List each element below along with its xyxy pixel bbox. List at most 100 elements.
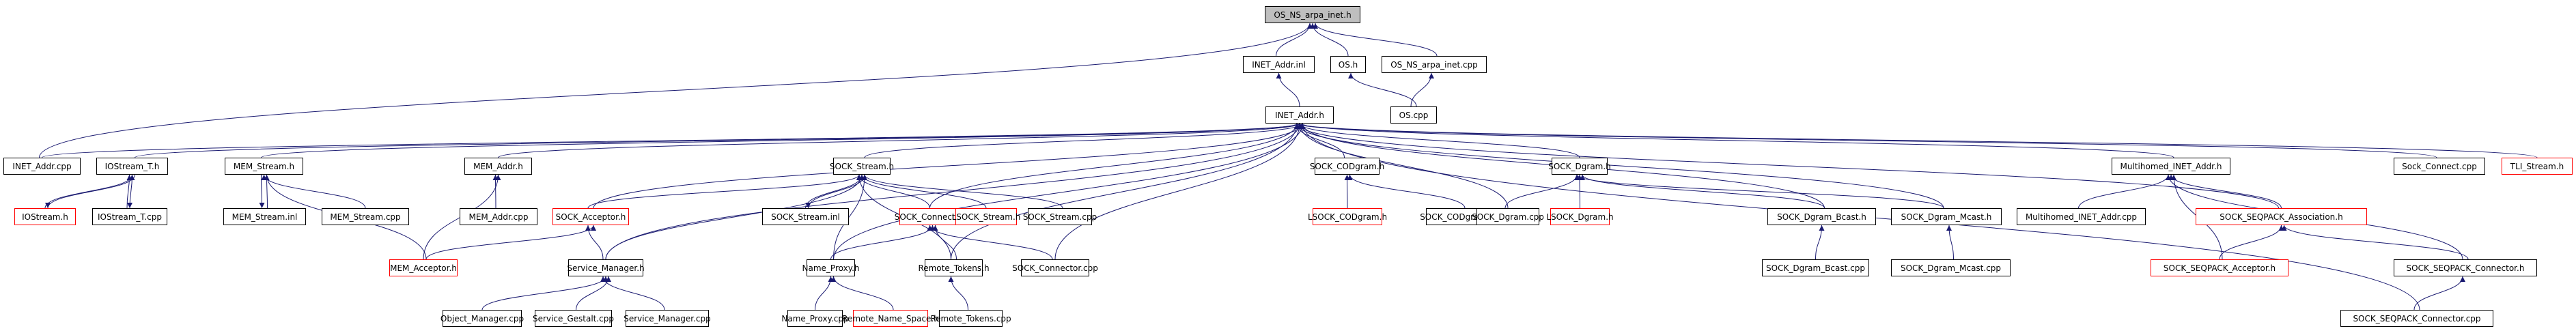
edge-service-manager-h-to-sock-stream-h	[605, 174, 865, 260]
edge-os-h-to-os-ns-arpa-inet-h	[1310, 23, 1349, 57]
edge-multihomed-inet-addr-cpp-to-multihomed-inet-addr-h	[2078, 174, 2171, 209]
edge-sock-dgram-mcast-h-to-sock-dgram-h	[1574, 174, 1944, 209]
node-inet-addr-cpp[interactable]: INET_Addr.cpp	[3, 158, 81, 175]
node-service-manager-cpp[interactable]: Service_Manager.cpp	[624, 310, 711, 327]
node-multihomed-inet-addr-cpp[interactable]: Multihomed_INET_Addr.cpp	[2017, 208, 2146, 225]
edge-name-proxy-h-to-sock-stream-h	[833, 174, 867, 260]
edge-sock-connector-h-to-sock-stream-h	[856, 174, 930, 209]
edge-sock-seqpack-connector-cpp-to-sock-seqpack-connector-h	[2413, 276, 2465, 311]
edge-iostream-t-h-to-iostream-t-cpp	[127, 174, 133, 209]
node-remote-name-space-h[interactable]: Remote_Name_Space.h	[842, 310, 939, 327]
edge-sock-connector-cpp-to-sock-connector-h	[927, 225, 1053, 260]
node-iostream-t-cpp[interactable]: IOStream_T.cpp	[92, 208, 167, 225]
edge-mem-acceptor-h-to-sock-acceptor-h	[425, 225, 596, 260]
node-os-ns-arpa-inet-h[interactable]: OS_NS_arpa_inet.h	[1265, 6, 1360, 23]
edge-service-gestalt-cpp-to-service-manager-h	[576, 276, 611, 311]
edge-sock-seqpack-connector-h-to-sock-seqpack-association-h	[2281, 225, 2469, 260]
node-mem-acceptor-h[interactable]: MEM_Acceptor.h	[389, 259, 458, 276]
edge-name-proxy-h-to-sock-connector-h	[830, 225, 936, 260]
node-sock-dgram-bcast-cpp[interactable]: SOCK_Dgram_Bcast.cpp	[1762, 259, 1869, 276]
node-mem-stream-h[interactable]: MEM_Stream.h	[225, 158, 303, 175]
node-mem-addr-cpp[interactable]: MEM_Addr.cpp	[460, 208, 537, 225]
edge-service-manager-cpp-to-service-manager-h	[600, 276, 665, 311]
edge-remote-tokens-h-to-sock-connector-h	[932, 225, 957, 260]
node-sock-codgram-h[interactable]: SOCK_CODgram.h	[1310, 158, 1384, 175]
node-lsock-codgram-h[interactable]: LSOCK_CODgram.h	[1308, 208, 1387, 225]
node-sock-dgram-cpp[interactable]: SOCK_Dgram.cpp	[1472, 208, 1544, 225]
edge-sock-acceptor-h-to-sock-stream-h	[587, 174, 862, 209]
node-service-manager-h[interactable]: Service_Manager.h	[567, 259, 645, 276]
node-sock-dgram-bcast-h[interactable]: SOCK_Dgram_Bcast.h	[1767, 208, 1876, 225]
node-sock-connector-cpp[interactable]: SOCK_Connector.cpp	[1012, 259, 1098, 276]
node-sock-seqpack-connector-h[interactable]: SOCK_SEQPACK_Connector.h	[2394, 259, 2537, 276]
edge-sock-seqpack-association-h-to-inet-addr-h	[1294, 123, 2279, 209]
edge-sock-stream-inl-to-sock-stream-h	[805, 174, 865, 209]
edge-sock-dgram-h-to-inet-addr-h	[1297, 123, 1580, 158]
edge-lsock-codgram-h-to-sock-codgram-h	[1344, 174, 1350, 209]
node-os-cpp[interactable]: OS.cpp	[1390, 106, 1437, 124]
node-lsock-stream-h[interactable]: LSOCK_Stream.h	[952, 208, 1020, 225]
node-os-h[interactable]: OS.h	[1330, 56, 1366, 73]
edge-remote-tokens-h-to-inet-addr-h	[951, 123, 1300, 260]
edge-multihomed-inet-addr-h-to-inet-addr-h	[1300, 123, 2174, 158]
edge-os-cpp-to-os-h	[1348, 72, 1417, 107]
edge-lsock-stream-h-to-sock-stream-h	[859, 174, 987, 209]
edge-iostream-h-to-iostream-t-h	[44, 174, 135, 209]
edge-remote-tokens-cpp-to-remote-tokens-h	[948, 276, 968, 311]
edge-iostream-t-h-to-iostream-h	[45, 174, 135, 209]
edge-sock-stream-cpp-to-sock-stream-h	[862, 174, 1063, 209]
node-lsock-dgram-h[interactable]: LSOCK_Dgram.h	[1546, 208, 1614, 225]
node-sock-stream-cpp[interactable]: SOCK_Stream.cpp	[1023, 208, 1097, 225]
edge-object-manager-cpp-to-service-manager-h	[481, 276, 608, 311]
node-mem-stream-cpp[interactable]: MEM_Stream.cpp	[322, 208, 409, 225]
edge-name-proxy-h-to-inet-addr-h	[833, 123, 1305, 260]
node-sock-stream-inl[interactable]: SOCK_Stream.inl	[762, 208, 849, 225]
edge-sock-codgram-cpp-to-sock-codgram-h	[1347, 174, 1466, 209]
node-mem-stream-inl[interactable]: MEM_Stream.inl	[223, 208, 306, 225]
edge-sock-acceptor-h-to-inet-addr-h	[593, 123, 1305, 209]
edge-os-cpp-to-os-ns-arpa-inet-cpp	[1410, 72, 1434, 107]
node-sock-dgram-mcast-h[interactable]: SOCK_Dgram_Mcast.h	[1891, 208, 2002, 225]
node-mem-addr-h[interactable]: MEM_Addr.h	[464, 158, 532, 175]
edge-iostream-t-h-to-inet-addr-h	[135, 123, 1305, 158]
node-inet-addr-h[interactable]: INET_Addr.h	[1265, 106, 1334, 124]
node-sock-connector-h[interactable]: SOCK_Connector.h	[895, 208, 970, 225]
node-object-manager-cpp[interactable]: Object_Manager.cpp	[440, 310, 524, 327]
edge-mem-stream-cpp-to-mem-stream-h	[261, 174, 366, 209]
edge-sock-dgram-cpp-to-sock-dgram-h	[1504, 174, 1580, 209]
edge-inet-addr-cpp-to-inet-addr-h	[42, 123, 1302, 158]
edge-sock-seqpack-acceptor-h-to-sock-seqpack-association-h	[2219, 225, 2284, 260]
edge-sock-dgram-mcast-h-to-inet-addr-h	[1294, 123, 1944, 209]
node-service-gestalt-cpp[interactable]: Service_Gestalt.cpp	[533, 310, 614, 327]
node-sock-dgram-h[interactable]: SOCK_Dgram.h	[1548, 158, 1611, 175]
node-name-proxy-h[interactable]: Name_Proxy.h	[802, 259, 860, 276]
node-inet-addr-inl[interactable]: INET_Addr.inl	[1243, 56, 1315, 73]
node-iostream-h[interactable]: IOStream.h	[14, 208, 76, 225]
node-sock-stream-h[interactable]: SOCK_Stream.h	[830, 158, 894, 175]
node-sock-seqpack-acceptor-h[interactable]: SOCK_SEQPACK_Acceptor.h	[2151, 259, 2288, 276]
edge-sock-connector-h-to-inet-addr-h	[929, 123, 1300, 209]
edge-sock-dgram-bcast-cpp-to-sock-dgram-bcast-h	[1815, 225, 1825, 260]
edge-iostream-t-cpp-to-iostream-t-h	[126, 174, 132, 209]
edge-mem-stream-h-to-inet-addr-h	[261, 123, 1300, 158]
node-multihomed-inet-addr-h[interactable]: Multihomed_INET_Addr.h	[2112, 158, 2230, 175]
edge-inet-addr-cpp-to-os-ns-arpa-inet-h	[39, 23, 1313, 158]
node-tli-stream-h[interactable]: TLI_Stream.h	[2502, 158, 2573, 175]
node-os-ns-arpa-inet-cpp[interactable]: OS_NS_arpa_inet.cpp	[1382, 56, 1487, 73]
edge-inet-addr-h-to-inet-addr-inl	[1276, 72, 1300, 107]
edge-name-proxy-cpp-to-name-proxy-h	[815, 276, 834, 311]
node-iostream-t-h[interactable]: IOStream_T.h	[96, 158, 168, 175]
node-sock-seqpack-association-h[interactable]: SOCK_SEQPACK_Association.h	[2196, 208, 2367, 225]
node-remote-tokens-cpp[interactable]: Remote_Tokens.cpp	[930, 310, 1011, 327]
node-sock-seqpack-connector-cpp[interactable]: SOCK_SEQPACK_Connector.cpp	[2340, 310, 2493, 327]
node-name-proxy-cpp[interactable]: Name_Proxy.cpp	[781, 310, 849, 327]
node-sock-dgram-mcast-cpp[interactable]: SOCK_Dgram_Mcast.cpp	[1891, 259, 2011, 276]
node-sock-acceptor-h[interactable]: SOCK_Acceptor.h	[552, 208, 629, 225]
node-remote-tokens-h[interactable]: Remote_Tokens.h	[918, 259, 990, 276]
edge-sock-stream-h-to-inet-addr-h	[864, 123, 1305, 158]
node-sock-connect-cpp[interactable]: Sock_Connect.cpp	[2394, 158, 2485, 175]
edge-sock-connect-cpp-to-inet-addr-h	[1294, 123, 2437, 158]
edge-remote-name-space-h-to-name-proxy-h	[830, 276, 894, 311]
edge-mem-addr-h-to-inet-addr-h	[498, 123, 1302, 158]
